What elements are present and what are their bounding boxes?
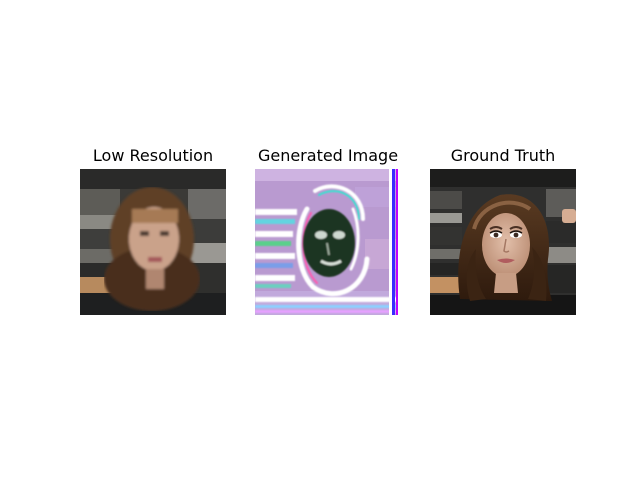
generated-image — [255, 169, 401, 315]
ground-truth-image — [430, 169, 576, 315]
low-resolution-title: Low Resolution — [92, 146, 214, 165]
low-resolution-image — [80, 169, 226, 315]
ground-truth-panel: Ground Truth — [430, 144, 576, 315]
generated-image-panel: Generated Image — [255, 144, 401, 315]
generated-image-title: Generated Image — [257, 146, 399, 165]
low-resolution-panel: Low Resolution — [80, 144, 226, 315]
ground-truth-title: Ground Truth — [450, 146, 556, 165]
